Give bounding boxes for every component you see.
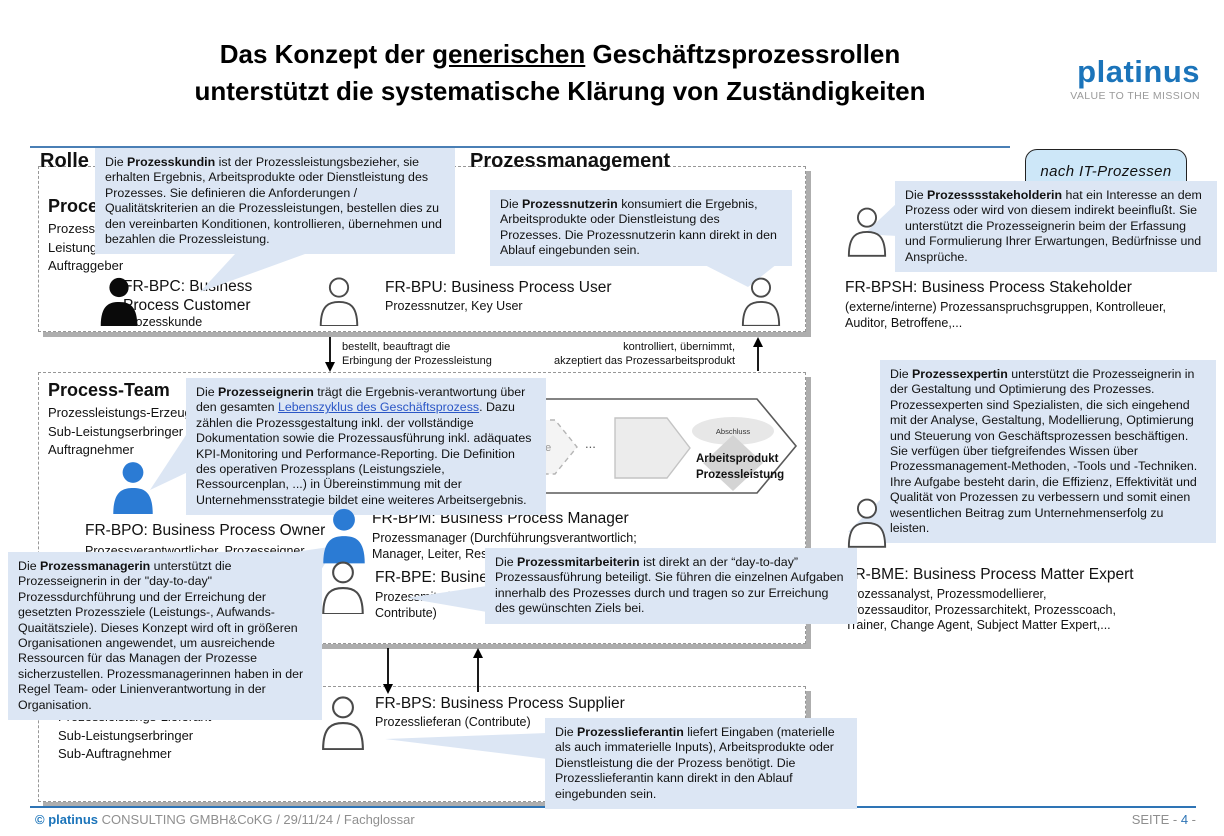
callout-prozesskundin: Die Prozesskundin ist der Prozessleistun… — [95, 148, 455, 255]
role-bpsh-title: FR-BPSH: Business Process Stakeholder — [845, 279, 1132, 296]
underlined-word: generischen — [432, 39, 586, 69]
role-bpu-sub: Prozessnutzer, Key User — [385, 299, 523, 313]
person-icon-bpc — [96, 276, 142, 331]
role-bpo-title: FR-BPO: Business Process Owner — [85, 522, 326, 539]
person-icon-customer-box-right — [740, 276, 782, 331]
role-bpu-title: FR-BPU: Business Process User — [385, 279, 612, 296]
callout-prozessnutzerin: Die Prozessnutzerin konsumiert die Ergeb… — [490, 190, 792, 266]
supply-up-arrow-head — [473, 648, 483, 658]
platinus-logo: platinus VALUE TO THE MISSION — [1030, 54, 1200, 103]
slide-title-line2: unterstützt die systematische Klärung vo… — [194, 76, 926, 106]
platinus-tagline: VALUE TO THE MISSION — [1070, 90, 1200, 102]
person-icon-bpsh — [846, 204, 888, 263]
flow-ellipsis: ... — [585, 436, 596, 451]
header-right: Prozessmanagement — [470, 150, 671, 172]
person-icon-bpu — [316, 276, 362, 331]
closure-ellipse — [692, 417, 774, 445]
order-arrow-head — [325, 362, 335, 372]
footer-brand: © platinus — [35, 812, 99, 827]
footer-text: CONSULTING GMBH&CoKG / 29/11/24 / Fachgl… — [98, 812, 415, 827]
task-chevron-solid — [614, 417, 691, 479]
role-bps-sub: Prozesslieferan (Contribute) — [375, 715, 531, 729]
footer-left: © platinus CONSULTING GMBH&CoKG / 29/11/… — [35, 812, 415, 827]
slide-title-line1: Das Konzept der generischen Geschäftzspr… — [219, 39, 901, 69]
person-icon-bpe — [320, 560, 366, 619]
accept-arrow-head — [753, 337, 763, 347]
slide-title: Das Konzept der generischen Geschäftzspr… — [90, 36, 1030, 110]
accept-arrow-label: kontrolliert, übernimmt,akzeptiert das P… — [554, 341, 735, 367]
footer-page: SEITE - 4 - — [1131, 812, 1196, 827]
role-bme-title: FR-BME: Business Process Matter Expert — [845, 566, 1134, 583]
team-box-title: Process-Team — [48, 380, 170, 400]
page-number: 4 — [1180, 812, 1189, 827]
callout-prozessexpertin: Die Prozessexpertin unterstützt die Proz… — [880, 360, 1216, 544]
lebenszyklus-link[interactable]: Lebenszyklus des Geschäftsprozess — [277, 400, 480, 415]
header-rule — [30, 146, 1010, 148]
work-product-label-1: Arbeitsprodukt — [696, 453, 779, 465]
person-icon-bpo — [110, 460, 156, 519]
role-bpe-title: FR-BPE: Busine — [375, 569, 488, 586]
callout-prozessstakeholderin: Die Prozesssstakeholderin hat ein Intere… — [895, 181, 1217, 273]
role-bme-sub: Prozessanalyst, Prozessmodellierer,Proze… — [845, 587, 1116, 632]
callout-prozessmanagerin: Die Prozessmanagerin unterstützt die Pro… — [8, 552, 322, 721]
callout-prozesseignerin: Die Prozesseignerin trägt die Ergebnis-v… — [186, 378, 546, 516]
person-icon-bme — [846, 496, 888, 553]
callout-prozessmitarbeiterin: Die Prozessmitarbeiterin ist direkt an d… — [485, 548, 857, 624]
work-product-diamond — [703, 435, 763, 491]
callout-prozesslieferantin: Die Prozesslieferantin liefert Eingaben … — [545, 718, 857, 810]
closure-label: Abschluss — [716, 427, 750, 436]
work-product-label-2: Prozessleistung — [696, 469, 784, 481]
person-icon-bps — [320, 694, 366, 755]
role-bpsh-sub: (externe/interne) Prozessanspruchsgruppe… — [845, 300, 1167, 330]
header-left-fragment: Rolle — [40, 150, 89, 172]
customer-box-lines: Prozess Leistung Auftraggeber — [48, 221, 124, 273]
customer-box-title-fragment: Proce — [48, 196, 99, 216]
platinus-logo-text: platinus — [1077, 54, 1200, 89]
team-box-lines: Prozessleistungs-Erzeug Sub-Leistungserb… — [48, 405, 192, 457]
role-bps-title: FR-BPS: Business Process Supplier — [375, 695, 625, 712]
role-bpc-sub: Prozesskunde — [123, 315, 203, 329]
